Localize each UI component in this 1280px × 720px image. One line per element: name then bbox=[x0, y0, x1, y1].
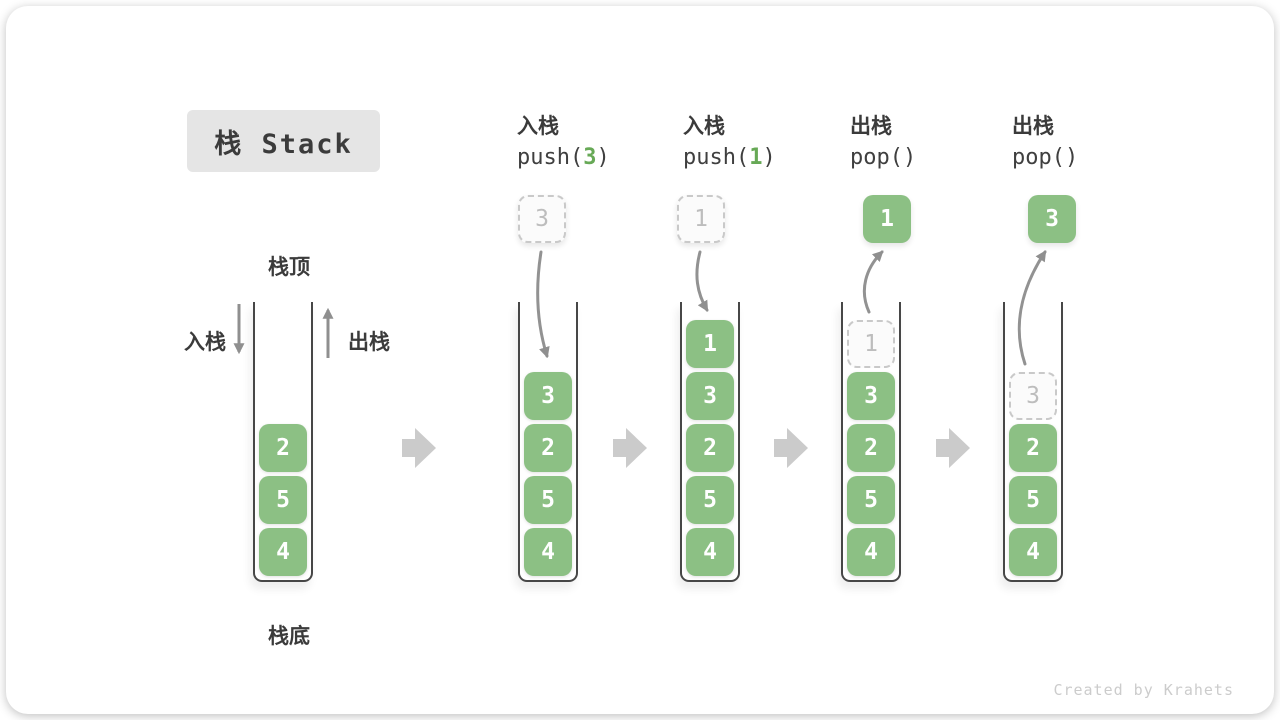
op-code-4: pop() bbox=[1012, 145, 1078, 170]
op-label-1: 入栈 bbox=[517, 114, 559, 138]
op-label-3: 出栈 bbox=[850, 114, 892, 138]
watermark: Created by Krahets bbox=[1053, 681, 1234, 699]
stack-container-5 bbox=[1003, 302, 1063, 582]
op-code-1-arg: 3 bbox=[583, 145, 597, 170]
stack-cell: 2 bbox=[524, 424, 572, 472]
diagram-card: 栈 Stack 栈顶 栈底 入栈 出栈 入栈 push(3) 入栈 push(1… bbox=[6, 6, 1274, 714]
op-code-2: push(1) bbox=[683, 145, 776, 170]
stack-cell: 5 bbox=[847, 476, 895, 524]
transition-arrow-4 bbox=[936, 428, 970, 468]
op-label-2: 入栈 bbox=[683, 114, 725, 138]
stack-cell: 4 bbox=[259, 528, 307, 576]
stack-cell: 4 bbox=[1009, 528, 1057, 576]
stack-cell: 3 bbox=[524, 372, 572, 420]
stack-cell: 2 bbox=[259, 424, 307, 472]
push-side-label: 入栈 bbox=[184, 330, 226, 354]
title-badge: 栈 Stack bbox=[187, 110, 380, 172]
op-code-2-close: ) bbox=[762, 145, 776, 170]
op-code-3-fn: pop( bbox=[850, 145, 903, 170]
op-code-4-close: ) bbox=[1064, 145, 1079, 170]
op-code-3: pop() bbox=[850, 145, 916, 170]
op-code-2-arg: 1 bbox=[749, 145, 763, 170]
op-code-3-close: ) bbox=[902, 145, 917, 170]
floating-cell-push-1: 1 bbox=[677, 195, 725, 243]
stack-cell: 5 bbox=[524, 476, 572, 524]
stack-container-3 bbox=[680, 302, 740, 582]
stack-cell: 5 bbox=[1009, 476, 1057, 524]
stack-cell: 5 bbox=[686, 476, 734, 524]
stack-cell: 5 bbox=[259, 476, 307, 524]
stack-cell: 4 bbox=[686, 528, 734, 576]
floating-cell-push-3: 3 bbox=[518, 195, 566, 243]
stack-container-4 bbox=[841, 302, 901, 582]
op-code-4-fn: pop( bbox=[1012, 145, 1065, 170]
title-text: 栈 Stack bbox=[214, 128, 353, 160]
op-label-4: 出栈 bbox=[1012, 114, 1054, 138]
stack-cell: 2 bbox=[686, 424, 734, 472]
stack-bottom-label: 栈底 bbox=[268, 624, 310, 648]
pop-side-label: 出栈 bbox=[348, 330, 390, 354]
stack-cell: 2 bbox=[1009, 424, 1057, 472]
op-code-1-fn: push( bbox=[517, 145, 584, 170]
stack-cell: 3 bbox=[847, 372, 895, 420]
stack-cell: 1 bbox=[686, 320, 734, 368]
transition-arrow-3 bbox=[774, 428, 808, 468]
floating-cell-pop-1: 1 bbox=[863, 195, 911, 243]
stack-cell: 4 bbox=[524, 528, 572, 576]
stack-cell-ghost: 3 bbox=[1009, 372, 1057, 420]
op-code-1: push(3) bbox=[517, 145, 610, 170]
floating-cell-pop-3: 3 bbox=[1028, 195, 1076, 243]
transition-arrow-1 bbox=[402, 428, 436, 468]
op-code-1-close: ) bbox=[596, 145, 610, 170]
stack-cell: 3 bbox=[686, 372, 734, 420]
transition-arrow-2 bbox=[613, 428, 647, 468]
op-code-2-fn: push( bbox=[683, 145, 750, 170]
stack-cell: 2 bbox=[847, 424, 895, 472]
stack-top-label: 栈顶 bbox=[268, 255, 310, 279]
stack-container-1 bbox=[253, 302, 313, 582]
stack-cell-ghost: 1 bbox=[847, 320, 895, 368]
stack-container-2 bbox=[518, 302, 578, 582]
stack-cell: 4 bbox=[847, 528, 895, 576]
